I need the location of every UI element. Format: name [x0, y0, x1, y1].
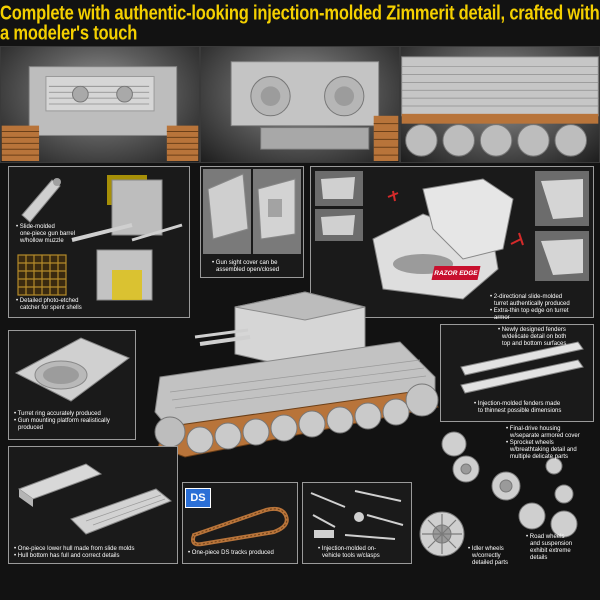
note-turret: • 2-directional slide-molded turret auth… [490, 294, 570, 321]
note-lower-hull: • One-piece lower hull made from slide m… [14, 546, 135, 559]
note-tools: • Injection-molded on- vehicle tools w/c… [318, 546, 380, 559]
note-gun-barrel: • Slide-molded one-piece gun barrel w/ho… [16, 224, 76, 244]
lower-hull-illustration [11, 449, 175, 541]
tools-illustration [305, 485, 409, 543]
ds-tracks-illustration [186, 500, 296, 548]
ds-badge: DS [185, 488, 211, 508]
razor-edge-badge: RAZOR EDGE [431, 266, 481, 280]
fenders-illustration [443, 327, 591, 397]
note-catcher: • Detailed photo-etched catcher for spen… [16, 298, 82, 311]
note-ds-tracks: • One-piece DS tracks produced [188, 550, 274, 556]
note-road-wheels: • Road wheels and suspension exhibit ext… [526, 534, 573, 561]
gun-barrel-illustration [12, 170, 187, 315]
rear-hull-illustration [230, 61, 399, 162]
turret-ring-illustration [11, 333, 133, 405]
note-gun-sight: • Gun sight cover can be assembled open/… [212, 260, 280, 273]
tank-main-illustration [140, 282, 445, 472]
note-fenders-thin: • Injection-molded fenders made to thinn… [474, 401, 562, 414]
gun-sight-illustration [203, 169, 301, 254]
photo-rear-hull [200, 46, 400, 163]
note-idler: • Idler wheels w/correctly detailed part… [468, 546, 509, 566]
photo-side-hull [400, 46, 600, 163]
note-turret-ring: • Turret ring accurately produced • Gun … [14, 411, 110, 431]
headline: Complete with authentic-looking injectio… [0, 1, 600, 45]
front-hull-illustration [1, 66, 199, 162]
photo-front-hull [0, 46, 200, 163]
wheels-illustration [414, 424, 594, 564]
side-hull-illustration [401, 56, 599, 157]
note-drive: • Final-drive housing w/separate armored… [506, 426, 580, 460]
note-fenders-new: • Newly designed fenders w/delicate deta… [498, 327, 567, 347]
